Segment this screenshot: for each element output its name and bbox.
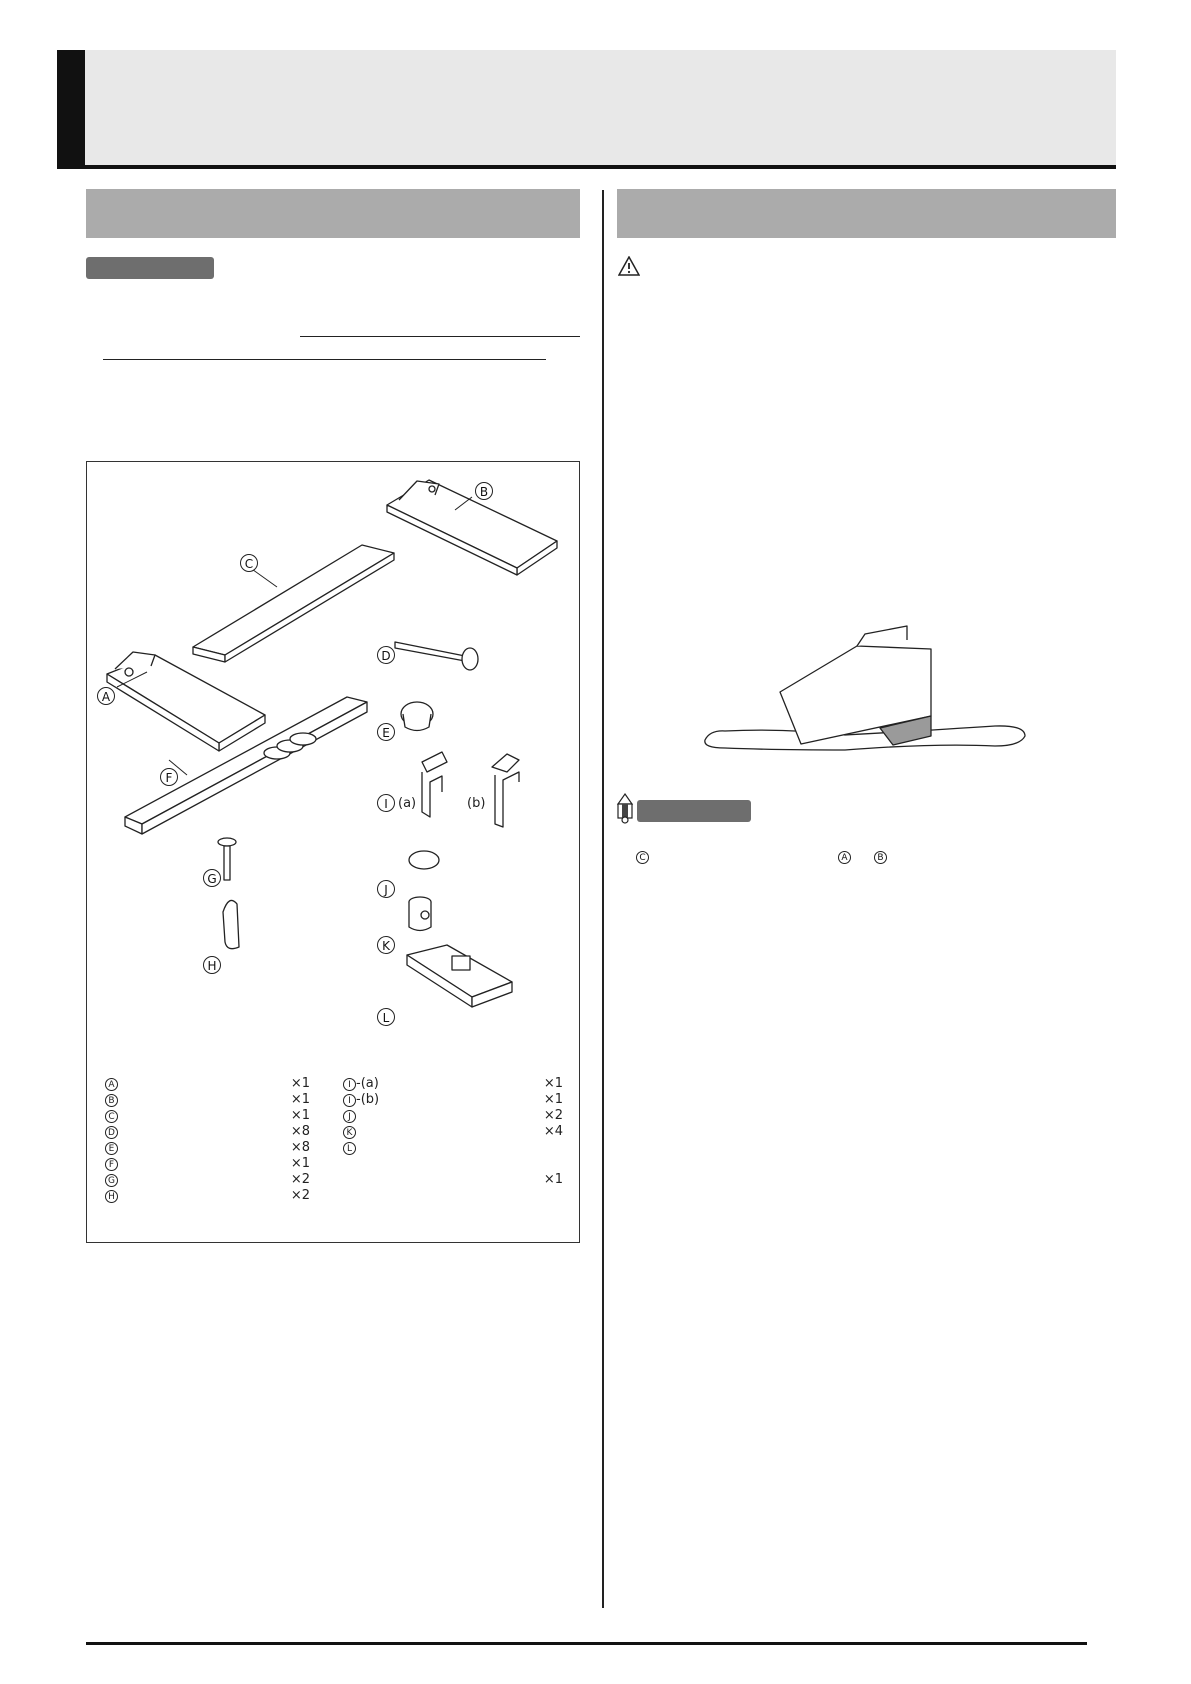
bracket-ib (491, 753, 520, 828)
parts-row: A ×1 (105, 1076, 310, 1092)
note-ref-a: A (838, 851, 851, 864)
pencil-note-icon (616, 792, 634, 824)
lifting-strap-illustration (704, 625, 1026, 751)
clip-h (222, 899, 240, 950)
part-qty: ×1 (543, 1172, 563, 1187)
label-b: B (475, 482, 493, 500)
parts-row: G ×2 (105, 1172, 310, 1188)
label-f: F (160, 768, 178, 786)
part-qty: ×8 (290, 1124, 310, 1139)
part-letter: C (105, 1110, 118, 1123)
parts-row: I-(b) ×1 (343, 1092, 563, 1108)
label-a: A (97, 687, 115, 705)
label-e: E (377, 723, 395, 741)
parts-row (343, 1156, 563, 1172)
part-qty: ×2 (543, 1108, 563, 1123)
part-letter: L (343, 1142, 356, 1155)
cap-e (400, 701, 434, 732)
parts-row: D ×8 (105, 1124, 310, 1140)
cap-j (408, 850, 440, 870)
important-badge (86, 257, 214, 279)
part-qty: ×1 (290, 1108, 310, 1123)
parts-row: K ×4 (343, 1124, 563, 1140)
back-board-c (192, 544, 395, 663)
part-qty: ×2 (290, 1188, 310, 1203)
label-j: J (377, 880, 395, 898)
note-ref-b: B (874, 851, 887, 864)
label-i: I (377, 794, 395, 812)
part-letter: I (343, 1094, 356, 1107)
part-letter: D (105, 1126, 118, 1139)
parts-illustration (106, 479, 558, 1008)
parts-row: H ×2 (105, 1188, 310, 1204)
title-band (57, 50, 1116, 167)
parts-row: J ×2 (343, 1108, 563, 1124)
parts-row: ×1 (343, 1172, 563, 1188)
part-letter: K (343, 1126, 356, 1139)
parts-box: B C A D E F I (a) (b) G J K H L A ×1 B ×1 … (86, 461, 580, 1243)
left-section-header (86, 189, 580, 238)
side-panel-a (106, 651, 266, 752)
label-d: D (377, 646, 395, 664)
parts-row: F ×1 (105, 1156, 310, 1172)
label-l: L (377, 1008, 395, 1026)
right-section-header (617, 189, 1116, 238)
part-qty: ×4 (543, 1124, 563, 1139)
parts-row: B ×1 (105, 1092, 310, 1108)
label-h: H (203, 956, 221, 974)
label-c: C (240, 554, 258, 572)
label-i-a: (a) (398, 796, 417, 811)
note-badge (637, 800, 751, 822)
side-panel-b (386, 479, 558, 576)
parts-row: E ×8 (105, 1140, 310, 1156)
label-i-b: (b) (467, 796, 486, 811)
part-letter: E (105, 1142, 118, 1155)
bolt-d (394, 641, 479, 671)
part-qty: ×1 (543, 1076, 563, 1091)
part-qty: ×2 (290, 1172, 310, 1187)
part-letter: F (105, 1158, 118, 1171)
parts-row: I-(a) ×1 (343, 1076, 563, 1092)
part-letter: H (105, 1190, 118, 1203)
part-letter: B (105, 1094, 118, 1107)
note-ref-c: C (636, 851, 649, 864)
nut-k (408, 896, 432, 932)
warning-triangle-icon (618, 256, 640, 276)
part-qty: ×1 (290, 1076, 310, 1091)
part-qty: ×8 (290, 1140, 310, 1155)
parts-list-left: A ×1 B ×1 C ×1 D ×8 E ×8 F ×1 G ×2 H ×2 (105, 1076, 310, 1204)
part-letter: A (105, 1078, 118, 1091)
parts-row: L (343, 1140, 563, 1156)
part-suffix: -(b) (356, 1092, 380, 1107)
pedal-unit-f (124, 696, 368, 835)
footer-rule (86, 1642, 1087, 1645)
parts-row: C ×1 (105, 1108, 310, 1124)
column-divider (602, 190, 604, 1608)
label-g: G (203, 869, 221, 887)
part-qty: ×1 (290, 1156, 310, 1171)
part-suffix: -(a) (356, 1076, 379, 1091)
bracket-ia (421, 751, 448, 818)
holder-l (406, 944, 513, 1008)
part-letter: J (343, 1110, 356, 1123)
title-rule (57, 165, 1116, 169)
label-k: K (377, 936, 395, 954)
underline-2 (103, 359, 546, 360)
part-letter: I (343, 1078, 356, 1091)
part-qty: ×1 (543, 1092, 563, 1107)
part-letter: G (105, 1174, 118, 1187)
title-accent-bar (57, 50, 85, 169)
underline-1 (300, 336, 580, 337)
bolt-g (217, 837, 237, 881)
part-qty: ×1 (290, 1092, 310, 1107)
parts-list-right: I-(a) ×1 I-(b) ×1 J ×2 K ×4 L ×1 (343, 1076, 563, 1188)
